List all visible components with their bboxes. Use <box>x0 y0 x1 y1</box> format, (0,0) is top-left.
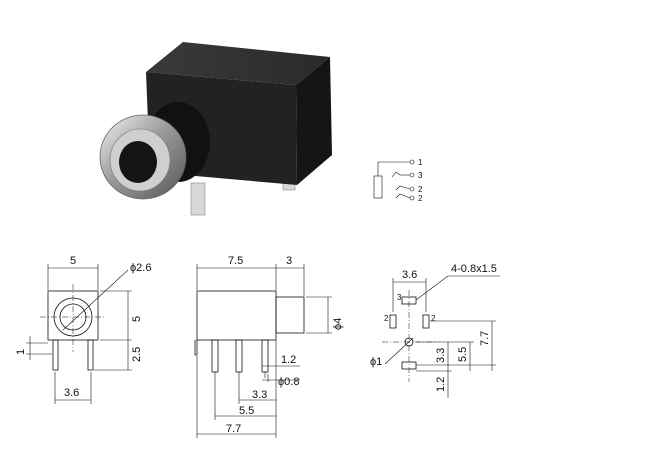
side-pin-width-label: 1.2 <box>281 354 296 366</box>
footprint-h1-label: 3.3 <box>435 348 447 363</box>
footprint-pad <box>401 296 417 305</box>
photo-body-side <box>296 57 332 185</box>
side-view-pin <box>261 339 269 373</box>
side-view-nose <box>275 296 305 334</box>
front-pin-height-label: 2.5 <box>131 347 143 362</box>
side-view-pin <box>211 339 219 373</box>
footprint-pad <box>389 314 397 329</box>
front-height-label: 5 <box>131 316 143 322</box>
side-pos-b-label: 5.5 <box>239 405 254 417</box>
footprint-sleeve-hole <box>404 337 414 347</box>
footprint-pad <box>401 361 417 370</box>
front-width-label: 5 <box>70 255 76 267</box>
side-view-body <box>196 290 277 341</box>
side-pin-diameter-label: ϕ0.8 <box>278 376 299 388</box>
schematic-pin-label: 2 <box>418 194 423 203</box>
side-view <box>194 264 332 438</box>
footprint-pad-label: 2 <box>431 314 436 323</box>
schematic-pin-label: 1 <box>418 158 423 167</box>
footprint-v1-label: 1.2 <box>435 377 447 392</box>
front-view <box>26 264 132 404</box>
front-view-pin <box>52 339 59 371</box>
schematic-sleeve <box>373 175 383 199</box>
footprint-h3-label: 7.7 <box>479 331 491 346</box>
footprint-view <box>382 275 500 398</box>
front-view-pin <box>87 339 94 371</box>
schematic-pin-label: 2 <box>418 185 423 194</box>
footprint-h2-label: 5.5 <box>457 347 469 362</box>
side-pos-c-label: 7.7 <box>226 423 241 435</box>
footprint-pad-label: 3 <box>397 293 402 302</box>
schematic-pin-label: 3 <box>418 171 423 180</box>
front-pin-spacing-label: 3.6 <box>64 387 79 399</box>
front-diameter-label: ϕ2.6 <box>130 262 151 274</box>
jack-photo <box>99 42 332 216</box>
footprint-holes-label: 4-0.8x1.5 <box>451 263 497 275</box>
photo-body-top <box>146 42 330 85</box>
side-nose-diameter-label: ϕ4 <box>332 318 344 330</box>
footprint-pad-label: 2 <box>384 314 389 323</box>
footprint-width-label: 3.6 <box>402 269 417 281</box>
side-body-length-label: 7.5 <box>228 255 243 267</box>
side-view-pin <box>194 340 198 356</box>
photo-pin <box>190 182 206 216</box>
photo-socket-hole <box>119 141 157 183</box>
side-view-pin <box>235 339 243 373</box>
side-pos-a-label: 3.3 <box>252 389 267 401</box>
jack-schematic <box>373 159 415 201</box>
front-offset-label: 1 <box>15 349 27 355</box>
side-nose-length-label: 3 <box>286 255 292 267</box>
footprint-diameter-label: ϕ1 <box>370 356 382 368</box>
footprint-pad <box>422 314 430 329</box>
